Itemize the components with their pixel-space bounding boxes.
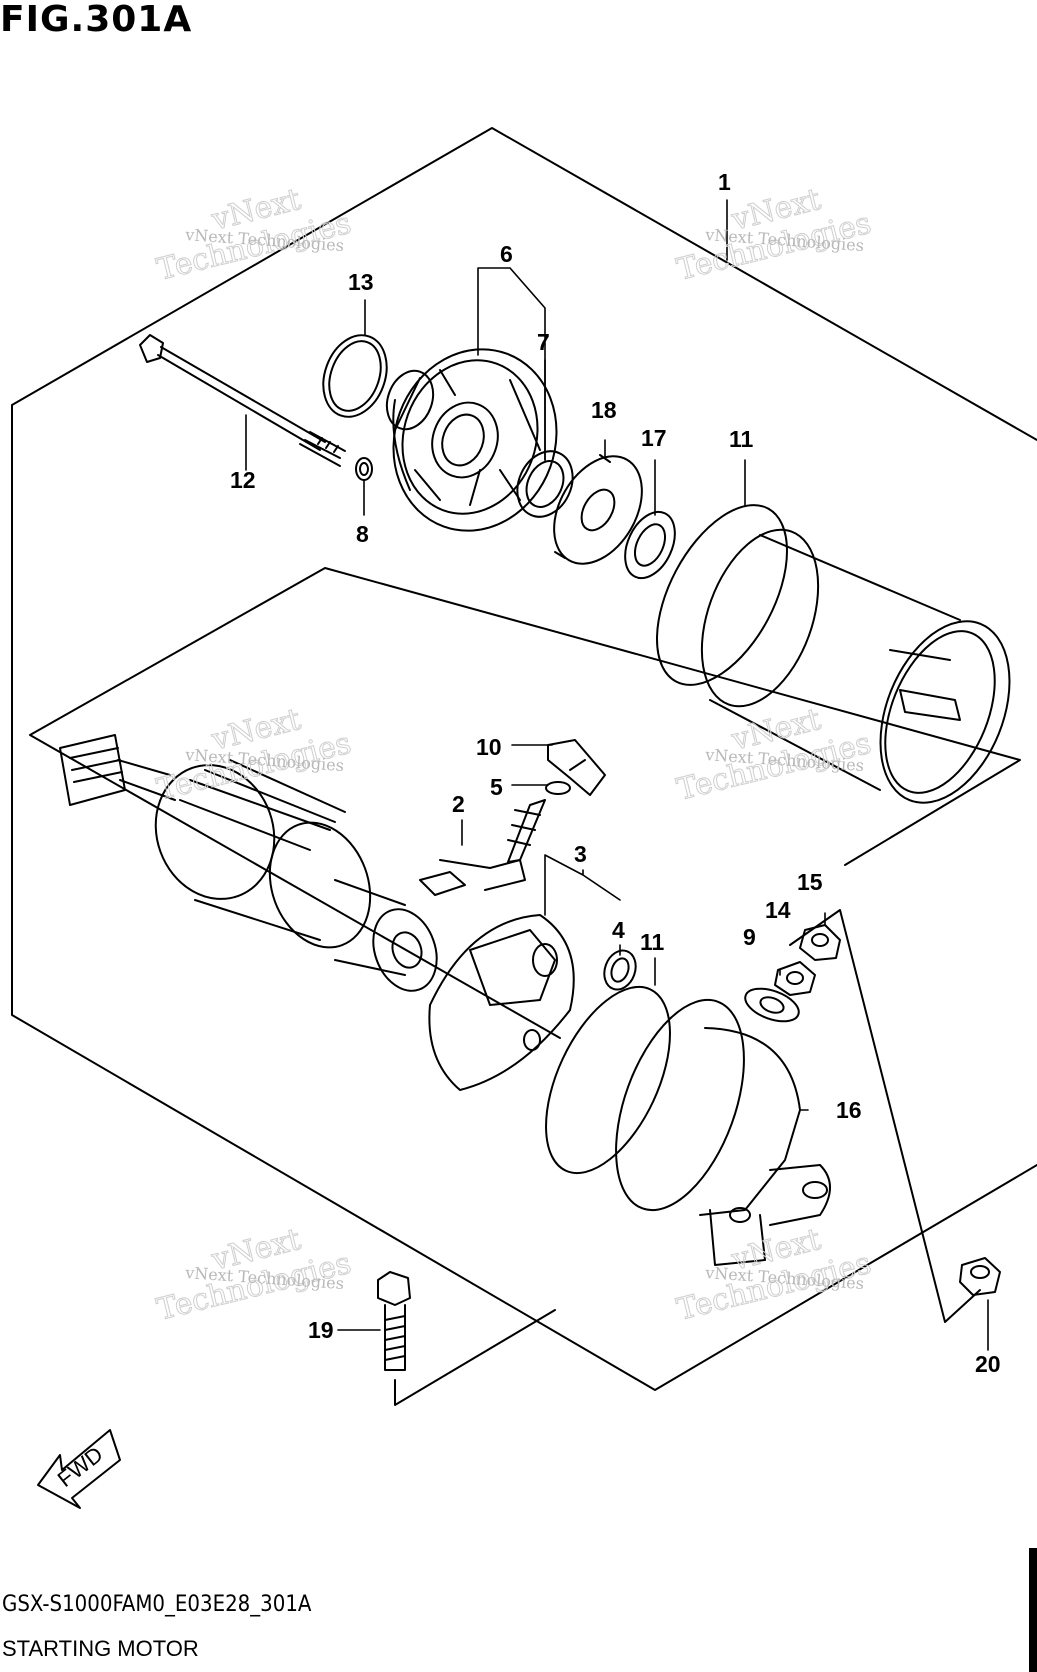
- part-13-o-ring: [322, 334, 388, 418]
- part-11-o-ring-upper: [656, 504, 788, 686]
- callout-18: 18: [591, 397, 617, 423]
- callout-2: 2: [452, 791, 465, 817]
- callout-20: 20: [975, 1351, 1001, 1377]
- part-5-o-ring: [545, 781, 571, 795]
- callout-17: 17: [641, 425, 667, 451]
- part-11-o-ring-lower: [545, 985, 671, 1175]
- part-12-through-bolt: [139, 334, 346, 467]
- part-17-washer: [624, 510, 676, 580]
- callout-9: 9: [743, 924, 756, 950]
- part-2-terminal: [419, 799, 546, 896]
- fwd-arrow-icon: [37, 1429, 121, 1509]
- part-6-end-cover: [385, 348, 558, 532]
- part-18-plate: [553, 454, 643, 565]
- part-9-washer: [744, 987, 800, 1023]
- callout-13: 13: [348, 269, 374, 295]
- callout-15: 15: [797, 869, 823, 895]
- part-14-nut: [774, 961, 816, 996]
- part-19-bolt: [377, 1271, 411, 1371]
- callout-7: 7: [537, 329, 550, 355]
- callout-12: 12: [230, 467, 256, 493]
- callout-11-upper: 11: [729, 426, 754, 452]
- callout-3: 3: [574, 841, 587, 867]
- callout-11-lower: 11: [640, 929, 665, 955]
- group-name: STARTING MOTOR: [2, 1636, 199, 1661]
- inner-frame: [29, 567, 1021, 1039]
- part-4-bearing: [603, 949, 637, 991]
- part-1-yoke: [700, 528, 1011, 804]
- part-16-housing: [615, 998, 831, 1266]
- bracket-lines-19: [394, 1309, 556, 1406]
- callout-5: 5: [490, 774, 503, 800]
- callout-19: 19: [308, 1317, 334, 1343]
- part-15-nut: [799, 924, 841, 961]
- page-edge-marker: [1029, 1548, 1037, 1672]
- callout-14: 14: [765, 897, 791, 923]
- model-code: GSX-S1000FAM0_E03E28_301A: [2, 1592, 312, 1617]
- callout-10: 10: [476, 734, 502, 760]
- callouts: 1 2 3 4 5 6 7 8 9 10 11 11 12 13 14 15 1…: [230, 169, 1001, 1377]
- part-armature: [59, 734, 438, 992]
- callout-16: 16: [836, 1097, 862, 1123]
- callout-4: 4: [612, 917, 625, 943]
- callout-6: 6: [500, 241, 513, 267]
- leader-lines: [245, 199, 989, 1351]
- callout-1: 1: [718, 169, 731, 195]
- fwd-label: FWD: [53, 1441, 108, 1492]
- callout-8: 8: [356, 521, 369, 547]
- part-20-nut: [959, 1257, 1001, 1296]
- figure-title: FIG.301A: [0, 0, 193, 40]
- part-8-washer: [355, 457, 373, 481]
- part-7-seal: [516, 450, 574, 518]
- part-3-brush-holder: [428, 914, 575, 1091]
- part-10-insulator: [547, 739, 606, 796]
- watermarks: Technologies vNext vNext Technologies Te…: [153, 182, 875, 1329]
- assembly-frame: [11, 127, 1037, 1391]
